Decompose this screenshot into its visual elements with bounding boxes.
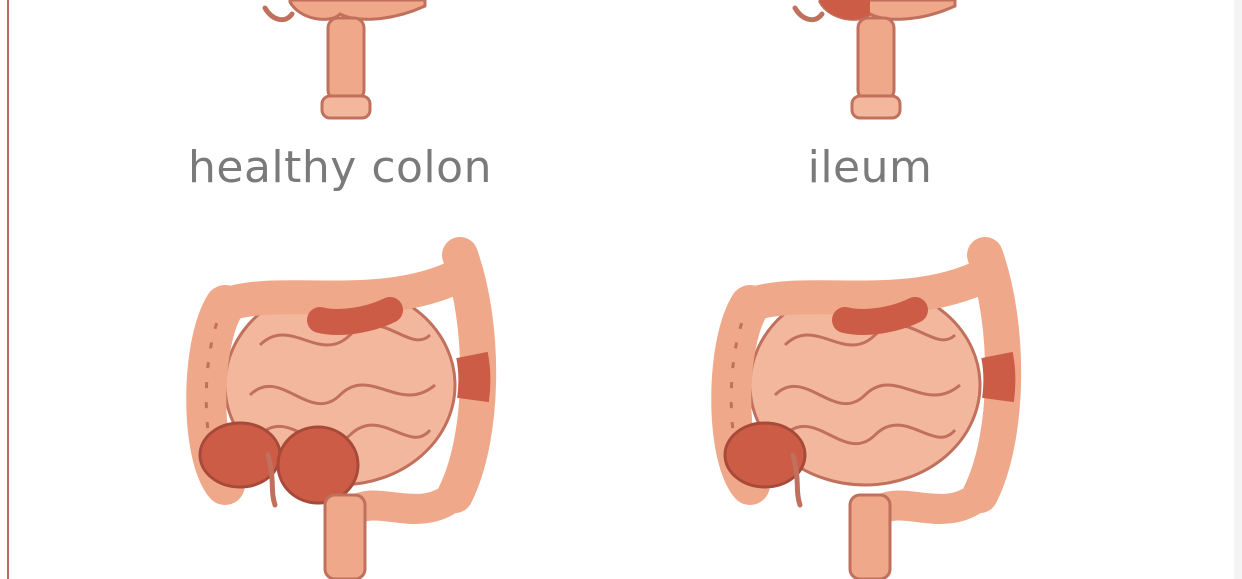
ileum-top-illustration (760, 0, 980, 130)
label-healthy-colon: healthy colon (150, 138, 530, 198)
right-border (1234, 0, 1242, 579)
label-ileum: ileum (680, 138, 1060, 198)
left-border (7, 0, 9, 579)
healthy-colon-illustration (180, 225, 500, 579)
healthy-colon-top-illustration (230, 0, 450, 130)
ileum-illustration (705, 225, 1025, 579)
